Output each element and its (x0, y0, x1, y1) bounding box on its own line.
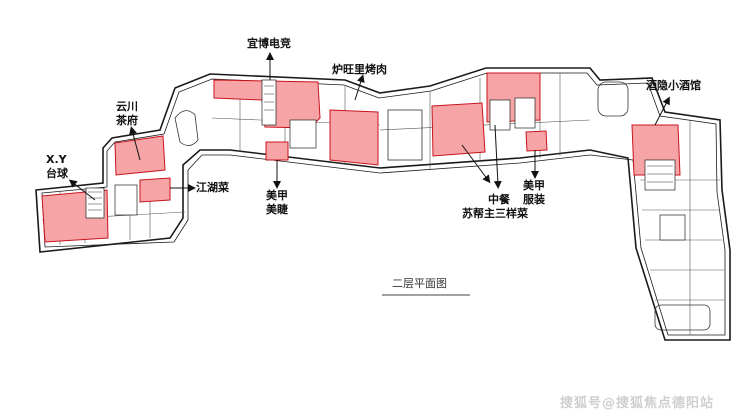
atria (174, 81, 711, 331)
tenant-manicure-clothing (525, 130, 548, 152)
interior-walls (41, 73, 724, 335)
label-yunchuan-2: 茶府 (116, 114, 138, 127)
leader-arrows (68, 52, 670, 201)
stair-hatching (88, 85, 673, 211)
stair-cores (85, 79, 686, 241)
label-manicure-1a: 美甲 (266, 189, 288, 202)
floor-caption: 二层平面图 (392, 277, 447, 290)
label-manicure-1b: 美睫 (266, 203, 288, 216)
label-chinese-2: 苏帮主三样菜 (462, 207, 528, 220)
label-xy-1: X.Y (46, 153, 67, 166)
tenant-manicure-lash (265, 141, 289, 161)
tenant-luwangli-bbq (329, 109, 379, 166)
tenant-yunchuan-teahouse (114, 135, 166, 176)
watermark: 搜狐号@搜狐焦点德阳站 (560, 396, 715, 411)
tenant-chinese-restaurant (431, 102, 486, 157)
building-outline (35, 67, 731, 341)
tenant-areas (41, 72, 681, 243)
label-luwangli-bbq: 炉旺里烤肉 (332, 63, 387, 76)
label-manicure-2b: 服装 (523, 193, 545, 206)
label-yibo-esports: 宜博电竞 (247, 37, 291, 50)
label-jiuyin-bar: 酒隐小酒馆 (646, 79, 701, 92)
label-yunchuan-1: 云川 (116, 100, 138, 113)
label-jianghu-cuisine: 江湖菜 (196, 181, 229, 194)
label-xy-2: 台球 (46, 167, 68, 180)
label-chinese-1: 中餐 (488, 193, 510, 206)
tenant-jianghu-cuisine (139, 177, 171, 203)
label-manicure-2a: 美甲 (523, 179, 545, 192)
